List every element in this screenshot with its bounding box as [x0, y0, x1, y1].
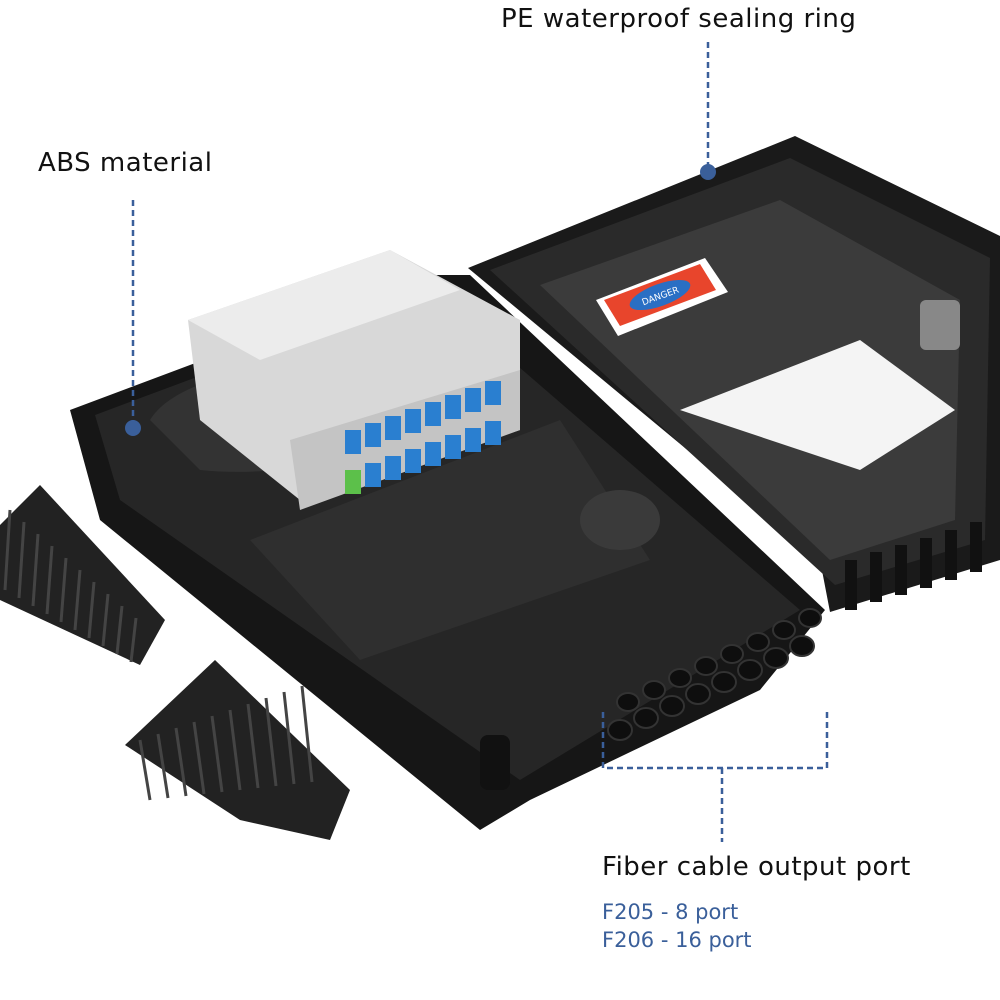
output-port [668, 668, 692, 688]
abs-material-marker [125, 420, 141, 436]
clamp-tooth [45, 545, 54, 615]
output-port [789, 635, 815, 657]
clamp-tooth [156, 733, 170, 799]
sc-adapter [365, 463, 381, 487]
clamp-tooth [101, 593, 110, 647]
sc-adapter [345, 470, 361, 494]
output-port-bracket [601, 708, 829, 770]
output-port [642, 680, 666, 700]
output-port [772, 620, 796, 640]
clamp-tooth [17, 521, 26, 599]
output-port [798, 608, 822, 628]
clamp-tooth [73, 569, 82, 631]
clamp-tooth [138, 739, 152, 801]
sc-adapter [465, 388, 481, 412]
sc-adapter [485, 421, 501, 445]
output-port [711, 671, 737, 693]
sc-adapter [445, 435, 461, 459]
clamp-tooth [192, 721, 206, 795]
output-ports [607, 608, 822, 741]
clamp-tooth [210, 715, 224, 793]
output-port [737, 659, 763, 681]
variant-f205: F205 - 8 port [602, 900, 739, 924]
output-port [746, 632, 770, 652]
sc-adapter [385, 416, 401, 440]
output-port [607, 719, 633, 741]
sc-adapter [445, 395, 461, 419]
sc-adapters [345, 381, 501, 494]
clamp-tooth [174, 727, 188, 797]
cable-clamps [0, 485, 350, 840]
grounding-bolt [480, 735, 510, 790]
clamp-tooth [115, 605, 124, 655]
output-port [633, 707, 659, 729]
clamp-tooth [228, 709, 242, 791]
clamp-tooth [129, 617, 138, 663]
clamp-tooth [31, 533, 40, 607]
sc-adapter [405, 449, 421, 473]
clamp-tooth [264, 697, 278, 787]
output-port-label: Fiber cable output port [602, 852, 911, 882]
annotation-lines [131, 42, 829, 842]
sealing-ring-label: PE waterproof sealing ring [501, 4, 857, 34]
sc-adapter [345, 430, 361, 454]
sc-adapter [465, 428, 481, 452]
clamp-tooth [282, 691, 296, 785]
clamp-tooth [246, 703, 260, 789]
output-port [720, 644, 744, 664]
abs-material-label: ABS material [38, 148, 213, 178]
clamp-tooth [59, 557, 68, 623]
lid: DANGER [468, 136, 1000, 612]
output-port [685, 683, 711, 705]
sc-adapter [485, 381, 501, 405]
sc-adapter [425, 442, 441, 466]
sc-adapter [385, 456, 401, 480]
variant-f206: F206 - 16 port [602, 928, 752, 952]
output-port [659, 695, 685, 717]
clamp-tooth [3, 509, 12, 591]
sc-adapter [405, 409, 421, 433]
output-port [763, 647, 789, 669]
lock-hinge [920, 300, 960, 350]
output-port [694, 656, 718, 676]
sc-adapter [365, 423, 381, 447]
warning-label: DANGER [596, 258, 728, 336]
sealing-ring-marker [700, 164, 716, 180]
clamp-tooth [300, 685, 314, 783]
output-port [616, 692, 640, 712]
clamp-tooth [87, 581, 96, 639]
sc-adapter [425, 402, 441, 426]
